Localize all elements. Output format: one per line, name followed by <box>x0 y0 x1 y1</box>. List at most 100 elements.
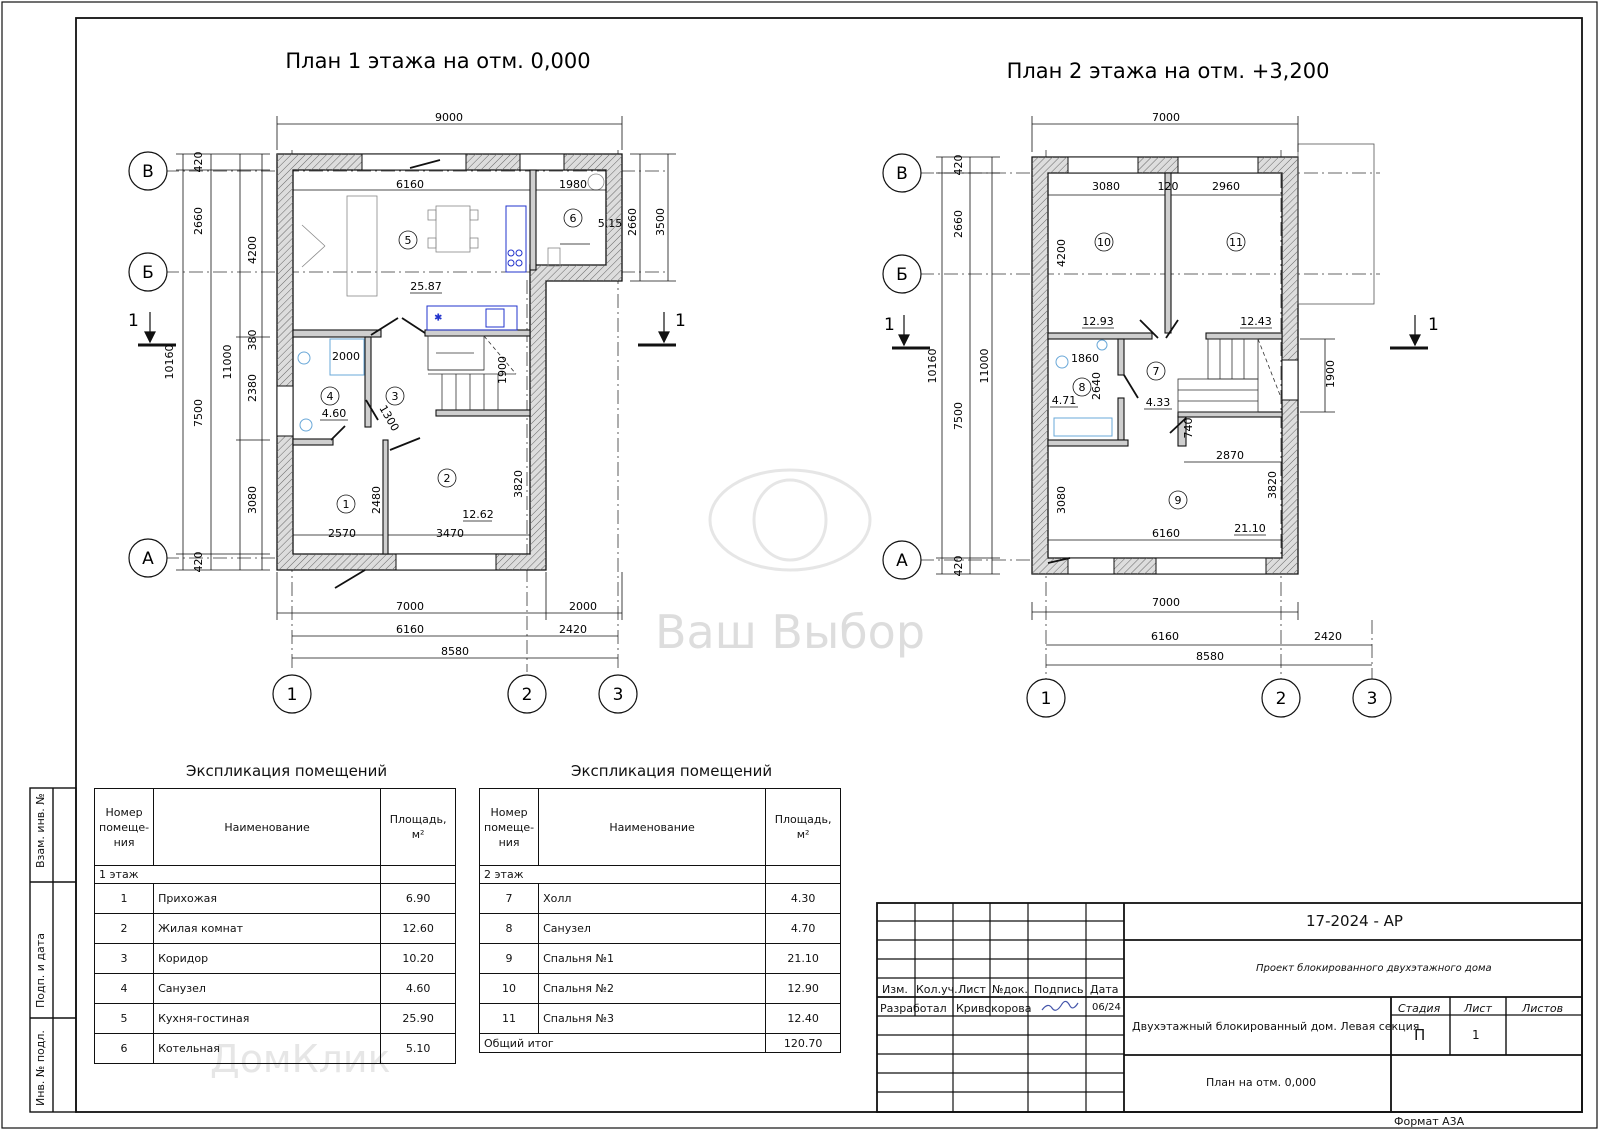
p1-dim-1900: 1900 <box>496 356 509 384</box>
stamp-list: 1 <box>1472 1028 1480 1042</box>
table2-head-name: Наименование <box>538 788 767 866</box>
p2-dim-2870: 2870 <box>1216 449 1244 462</box>
p1-room6-area: 5.15 <box>598 217 623 230</box>
p1-axis-3: 3 <box>613 685 624 705</box>
plan2-section-left: 1 <box>884 315 895 335</box>
p1-dim-11000: 11000 <box>221 345 234 380</box>
p2-dim-7500: 7500 <box>952 402 965 430</box>
table2-title: Экспликация помещений <box>571 762 773 780</box>
p1-dim-8580: 8580 <box>441 645 469 658</box>
stamp-col-podp: Подпись <box>1034 983 1084 996</box>
p2-dim-3080: 3080 <box>1092 180 1120 193</box>
p2-dim-2960: 2960 <box>1212 180 1240 193</box>
p2-room7-num: 7 <box>1153 365 1160 378</box>
p2-dim-7000: 7000 <box>1152 111 1180 124</box>
p1-dim-7000: 7000 <box>396 600 424 613</box>
p2-axis-a: А <box>896 551 908 571</box>
table2-total: 120.70 <box>765 1033 842 1053</box>
stamp-list-label: Лист <box>1464 1002 1492 1015</box>
p1-dim-3470: 3470 <box>436 527 464 540</box>
p1-dim-2420: 2420 <box>559 623 587 636</box>
stamp-stage-label: Стадия <box>1398 1002 1441 1015</box>
p1-dim-6160: 6160 <box>396 178 424 191</box>
p2-dim-2640: 2640 <box>1090 372 1103 400</box>
p2-dim-11000: 11000 <box>978 349 991 384</box>
title-block <box>876 902 1583 1113</box>
stamp-col-list: Лист <box>958 983 986 996</box>
p1-room2-area: 12.62 <box>462 508 494 521</box>
p2-room11-area: 12.43 <box>1240 315 1272 328</box>
p1-dim-3080: 3080 <box>246 486 259 514</box>
p2-room10-num: 10 <box>1097 236 1111 249</box>
p2-axis-3: 3 <box>1367 689 1378 709</box>
plan2-title: План 2 этажа на отм. +3,200 <box>1007 59 1330 83</box>
p1-dim-2000: 2000 <box>332 350 360 363</box>
p1-room1-num: 1 <box>343 498 350 511</box>
p1-dim-2380: 2380 <box>246 374 259 402</box>
table1-head-name: Наименование <box>153 788 382 866</box>
p2-dim-2660: 2660 <box>952 210 965 238</box>
p2-axis-b: Б <box>896 265 908 285</box>
p1-room5-num: 5 <box>405 234 412 247</box>
p1-dim-420-top: 420 <box>192 152 205 173</box>
table2: Номер помеще- ния Наименование Площадь, … <box>478 788 842 1053</box>
p2-dim-1900: 1900 <box>1324 360 1337 388</box>
p1-room3-num: 3 <box>392 390 399 403</box>
p2-dim-3080b: 3080 <box>1055 486 1068 514</box>
stamp-sheet-name: План на отм. 0,000 <box>1206 1076 1317 1089</box>
plan2-section-right: 1 <box>1428 315 1439 335</box>
p1-dim-3500: 3500 <box>654 208 667 236</box>
p2-dim-8580: 8580 <box>1196 650 1224 663</box>
watermark-logo <box>708 468 872 572</box>
p1-dim-420-bot: 420 <box>192 552 205 573</box>
stamp-col-kol: Кол.уч. <box>916 983 958 996</box>
side-inv: Инв. № подл. <box>34 1030 47 1106</box>
table2-head-num: Номер помеще- ния <box>478 788 540 866</box>
p1-dim-10160: 10160 <box>163 345 176 380</box>
p1-dim-1980: 1980 <box>559 178 587 191</box>
p2-room7-area: 4.33 <box>1146 396 1171 409</box>
inner-frame <box>75 17 1583 1113</box>
p2-room9-area: 21.10 <box>1234 522 1266 535</box>
p1-dim-2480: 2480 <box>370 486 383 514</box>
p1-room4-area: 4.60 <box>322 407 347 420</box>
plan1-drawing: * <box>128 111 686 714</box>
p1-axis-b: Б <box>142 263 154 283</box>
side-podp: Подп. и дата <box>34 933 47 1008</box>
p1-dim-6160b: 6160 <box>396 623 424 636</box>
stamp-developed: Разработал <box>880 1002 947 1015</box>
p1-dim-1300: 1300 <box>376 403 401 434</box>
p1-room4-num: 4 <box>327 390 334 403</box>
p1-dim-2660: 2660 <box>192 207 205 235</box>
p1-dim-2570: 2570 <box>328 527 356 540</box>
table1: Номер помеще- ния Наименование Площадь, … <box>93 788 457 1064</box>
p2-dim-120: 120 <box>1158 180 1179 193</box>
p2-dim-420-top: 420 <box>952 155 965 176</box>
p2-dim-420-bot: 420 <box>952 556 965 577</box>
svg-text:*: * <box>435 313 442 328</box>
plan1-title: План 1 этажа на отм. 0,000 <box>285 49 590 73</box>
p1-dim-7500: 7500 <box>192 399 205 427</box>
p1-dim-9000: 9000 <box>435 111 463 124</box>
p2-dim-10160: 10160 <box>926 349 939 384</box>
watermark-text: Ваш Выбор <box>655 605 925 659</box>
p2-room10-area: 12.93 <box>1082 315 1114 328</box>
stamp-project: Проект блокированного двухэтажного дома <box>1256 963 1492 974</box>
p2-dim-1860: 1860 <box>1071 352 1099 365</box>
p2-dim-2420: 2420 <box>1314 630 1342 643</box>
p1-dim-3820: 3820 <box>512 470 525 498</box>
plan2-drawing: 1 1 7000 3080 1 <box>882 111 1439 718</box>
p2-room9-num: 9 <box>1175 494 1182 507</box>
p2-dim-7000b: 7000 <box>1152 596 1180 609</box>
table1-title: Экспликация помещений <box>186 762 388 780</box>
table1-group: 1 этаж <box>93 865 154 884</box>
